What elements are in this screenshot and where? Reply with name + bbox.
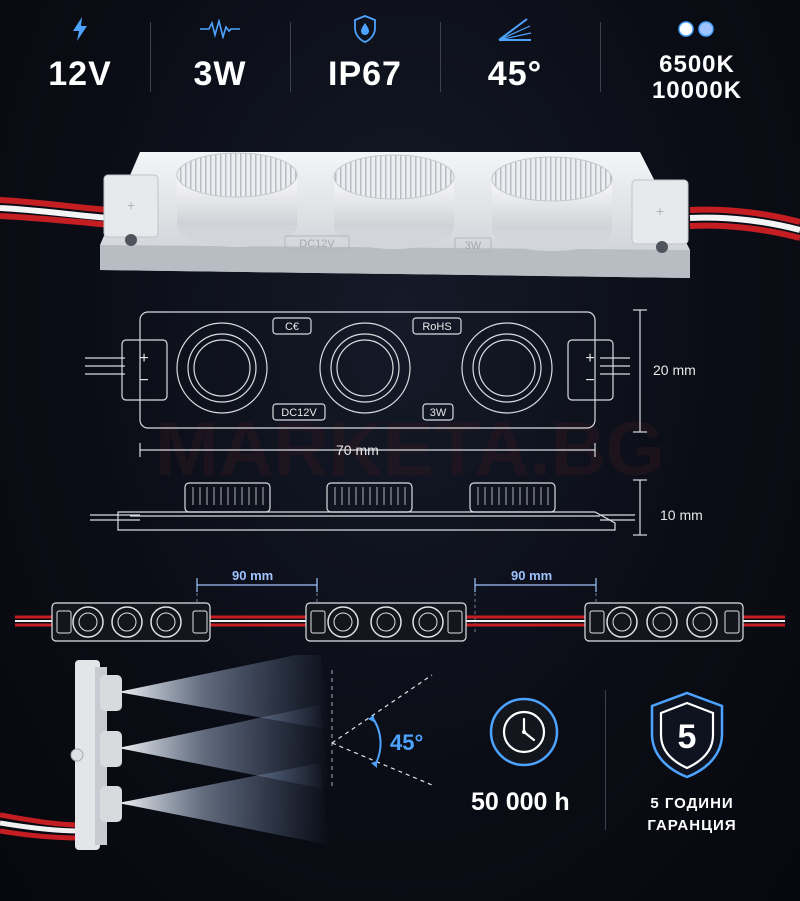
chain-module: [584, 602, 744, 642]
water-drop-shield-icon: [354, 14, 376, 44]
spec-power-value: 3W: [193, 55, 247, 93]
spec-ip-value: IP67: [328, 55, 402, 93]
drawing-power-label: 3W: [430, 407, 447, 419]
spec-voltage: 12V: [20, 0, 140, 120]
depth-dimension: 10 mm: [660, 507, 703, 523]
spec-divider: [600, 22, 601, 92]
body-power-label: 3W: [465, 240, 482, 252]
spec-ip-rating: IP67: [295, 0, 435, 120]
module-chain: [15, 578, 785, 642]
minus-sign: −: [139, 372, 148, 389]
svg-text:+: +: [656, 203, 664, 219]
beam-illustration: [0, 655, 330, 850]
waveform-icon: [200, 14, 240, 44]
warranty-text: 5 ГОДИНИ ГАРАНЦИЯ: [632, 793, 752, 837]
product-photo: + + DC12V 3W: [0, 152, 800, 278]
warranty-shield-icon: 5: [650, 691, 724, 779]
warranty-badge-number: 5: [678, 718, 697, 756]
spec-color-temperature: 6500K 10000K: [612, 0, 782, 120]
ce-mark: C€: [285, 321, 299, 333]
spec-power: 3W: [160, 0, 280, 120]
spec-divider: [440, 22, 441, 92]
svg-text:+: +: [127, 197, 135, 213]
bottom-divider: [605, 690, 606, 830]
spec-cct-10000: 10000K: [651, 77, 743, 104]
spec-divider: [290, 22, 291, 92]
body-voltage-label: DC12V: [299, 238, 335, 250]
beam-angle-icon: [497, 14, 533, 44]
warranty-word: ГАРАНЦИЯ: [647, 817, 737, 834]
spec-angle-value: 45°: [487, 55, 543, 93]
chain-module: [305, 602, 467, 642]
plus-sign: +: [585, 350, 594, 367]
spec-divider: [150, 22, 151, 92]
length-dimension: 70 mm: [336, 442, 379, 458]
rohs-mark: RoHS: [422, 321, 451, 333]
side-view-drawing: [90, 479, 647, 536]
height-dimension: 20 mm: [653, 362, 696, 378]
lens: [333, 154, 455, 249]
spec-voltage-value: 12V: [48, 55, 112, 93]
warranty-years-word: ГОДИНИ: [664, 795, 734, 812]
lens: [176, 152, 298, 247]
chain-module: [51, 602, 211, 642]
lightning-icon: [70, 14, 90, 44]
minus-sign: −: [585, 372, 594, 389]
spec-beam-angle: 45°: [450, 0, 580, 120]
drawing-voltage-label: DC12V: [281, 407, 317, 419]
lens: [491, 156, 613, 251]
warranty-years-number: 5: [650, 795, 660, 812]
color-temperature-dots-icon: [676, 14, 718, 44]
spec-cct-6500: 6500K: [659, 51, 735, 78]
clock-icon: [489, 697, 559, 767]
top-view-drawing: C€ RoHS DC12V 3W + − + −: [85, 309, 647, 457]
plus-sign: +: [139, 350, 148, 367]
angle-diagram: [331, 670, 433, 790]
lifetime-value: 50 000 h: [471, 788, 570, 816]
spacing-right-dimension: 90 mm: [511, 568, 553, 583]
beam-angle-label: 45°: [390, 730, 424, 755]
spacing-left-dimension: 90 mm: [232, 568, 274, 583]
